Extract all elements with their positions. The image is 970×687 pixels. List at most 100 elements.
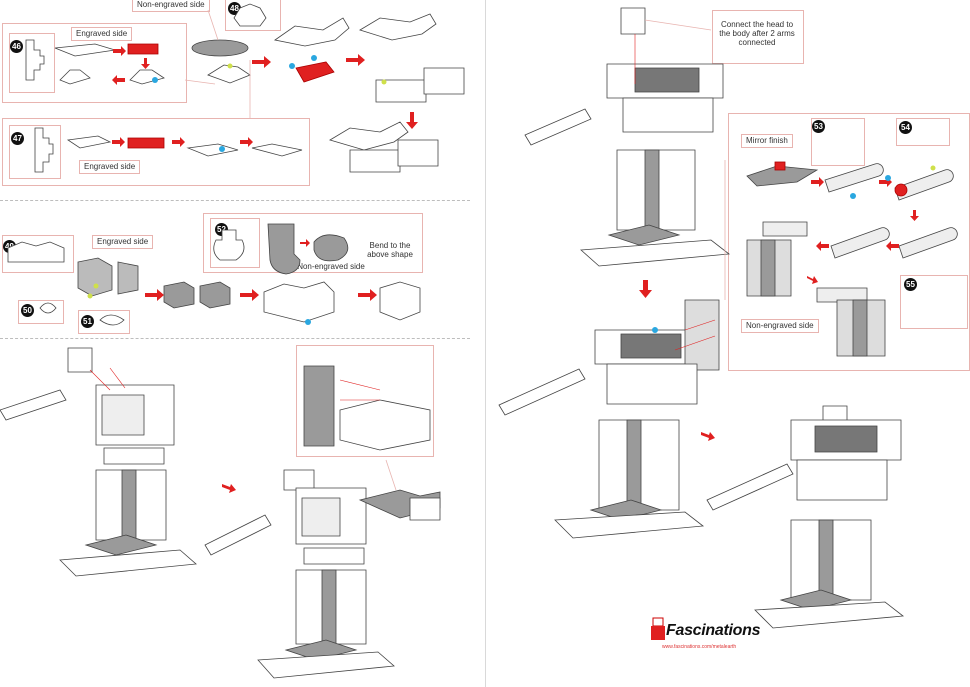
step-52-bend-note: Bend to the above shape bbox=[367, 241, 413, 259]
non-engraved-label: Non-engraved side bbox=[741, 319, 819, 333]
arm-tube-4 bbox=[898, 227, 958, 259]
part-47-step-a bbox=[186, 143, 239, 157]
robot-3-body bbox=[622, 97, 714, 133]
step-47-number: 47 bbox=[11, 132, 24, 145]
arrow-diagonal bbox=[807, 276, 818, 284]
arm-tube-red-end bbox=[894, 183, 908, 197]
step-46-panel bbox=[2, 23, 187, 103]
callout-line bbox=[385, 459, 397, 491]
robot-1-arm-cannon bbox=[0, 389, 67, 421]
part-46-step-b bbox=[129, 69, 165, 85]
blue-marker bbox=[152, 77, 158, 83]
arm-tube-3 bbox=[830, 227, 890, 259]
robot-3-feet bbox=[607, 224, 681, 246]
part-46-folded-red bbox=[127, 43, 159, 55]
arrow-right bbox=[358, 289, 377, 301]
mirror-finish-red bbox=[774, 161, 786, 171]
part-50-outline bbox=[39, 302, 57, 314]
shoulder-pads-red-2 bbox=[199, 281, 231, 309]
arm-tube-2 bbox=[894, 169, 954, 201]
right-page-illustrations bbox=[498, 7, 958, 629]
part-48-disc bbox=[191, 39, 249, 57]
head-connection-note: Connect the head to the body after 2 arm… bbox=[719, 20, 795, 47]
yellow-marker bbox=[227, 63, 233, 69]
arrow-diagonal bbox=[222, 484, 236, 493]
arm-shield-inner-1 bbox=[760, 239, 776, 297]
step-47-panel bbox=[2, 118, 310, 186]
logo-robot-icon bbox=[651, 617, 665, 640]
fascinations-logo: Fascinations www.fascinations.com/metale… bbox=[650, 612, 761, 656]
arrow-right bbox=[113, 46, 126, 56]
section-2-illustrations bbox=[7, 223, 421, 326]
robot-1-leg-center bbox=[121, 469, 137, 541]
robot-3-leg-center bbox=[644, 149, 660, 231]
robot-5-base bbox=[754, 601, 905, 629]
robot-5-leg-center bbox=[818, 519, 834, 601]
assembly-line bbox=[339, 379, 381, 391]
arrow-down bbox=[910, 210, 919, 221]
robot-4-body bbox=[606, 363, 698, 405]
robot-5-chest-gray bbox=[814, 425, 878, 453]
robot-2-leg-center bbox=[321, 569, 337, 645]
robot-3-head bbox=[620, 7, 646, 35]
arrow-right bbox=[811, 177, 824, 187]
robot-1-screen bbox=[101, 394, 145, 436]
page-divider bbox=[485, 0, 486, 687]
blue-marker bbox=[885, 175, 891, 181]
arrow-right bbox=[172, 137, 185, 147]
arrow-down bbox=[639, 280, 652, 298]
robot-1-waist bbox=[103, 447, 165, 465]
shoulder-pads-flat-2 bbox=[117, 261, 139, 295]
robot-4-base bbox=[554, 511, 705, 539]
part-47-outline bbox=[34, 127, 54, 173]
robot-3-chest-gray bbox=[634, 67, 700, 93]
step-52-non-engraved-label: Non-engraved side bbox=[296, 262, 366, 271]
step-53-number: 53 bbox=[812, 120, 825, 133]
robot-4-cannon bbox=[498, 368, 586, 416]
arm-shield-inner-2 bbox=[852, 299, 868, 357]
blue-marker bbox=[289, 63, 295, 69]
assembly-line bbox=[109, 367, 126, 389]
blue-marker bbox=[311, 55, 317, 61]
mirror-finish-sheet bbox=[746, 165, 819, 187]
part-47-folded-red bbox=[127, 137, 165, 149]
robot-1-feet bbox=[84, 534, 158, 556]
shoulder-final-2 bbox=[397, 139, 439, 167]
arrow-right bbox=[240, 289, 259, 301]
part-52-flat bbox=[267, 223, 301, 275]
arrow-right bbox=[112, 137, 125, 147]
yellow-marker bbox=[930, 165, 936, 171]
arrow-down bbox=[141, 58, 150, 69]
arrow-right bbox=[145, 289, 164, 301]
part-46-step-a bbox=[59, 69, 91, 85]
step-51-number: 51 bbox=[81, 315, 94, 328]
part-47-step-b bbox=[251, 143, 303, 157]
part-48-outline bbox=[233, 3, 267, 27]
shoulder-pads-flat bbox=[77, 257, 113, 297]
shoulder-block bbox=[375, 79, 427, 103]
step-52-panel bbox=[203, 213, 423, 273]
torso-assembly bbox=[263, 281, 335, 323]
inset-panel-gray bbox=[303, 365, 335, 447]
robot-2-shoulder bbox=[283, 469, 315, 491]
arrow-right bbox=[252, 56, 271, 68]
callout-line bbox=[207, 9, 219, 41]
detail-inset-panel bbox=[296, 345, 434, 457]
arrow-right bbox=[240, 137, 253, 147]
step-55-number: 55 bbox=[904, 278, 917, 291]
wing-assembly-2 bbox=[359, 13, 437, 41]
part-52-outline bbox=[213, 229, 245, 261]
arrow-left bbox=[886, 241, 899, 251]
callout-line bbox=[644, 19, 712, 31]
arrow-right bbox=[300, 239, 310, 247]
brand-name: Fascinations bbox=[666, 622, 761, 639]
shoulder-final bbox=[349, 149, 401, 173]
arm-tube-5 bbox=[762, 221, 808, 237]
robot-2-screen bbox=[301, 497, 341, 537]
step-46-engraved-label: Engraved side bbox=[71, 27, 133, 41]
arm-tube-1 bbox=[824, 163, 884, 193]
shoulder-pads-red-1 bbox=[163, 281, 195, 309]
assembly-line bbox=[89, 369, 111, 391]
head-note-panel bbox=[712, 10, 804, 64]
arrow-diagonal bbox=[701, 432, 715, 441]
